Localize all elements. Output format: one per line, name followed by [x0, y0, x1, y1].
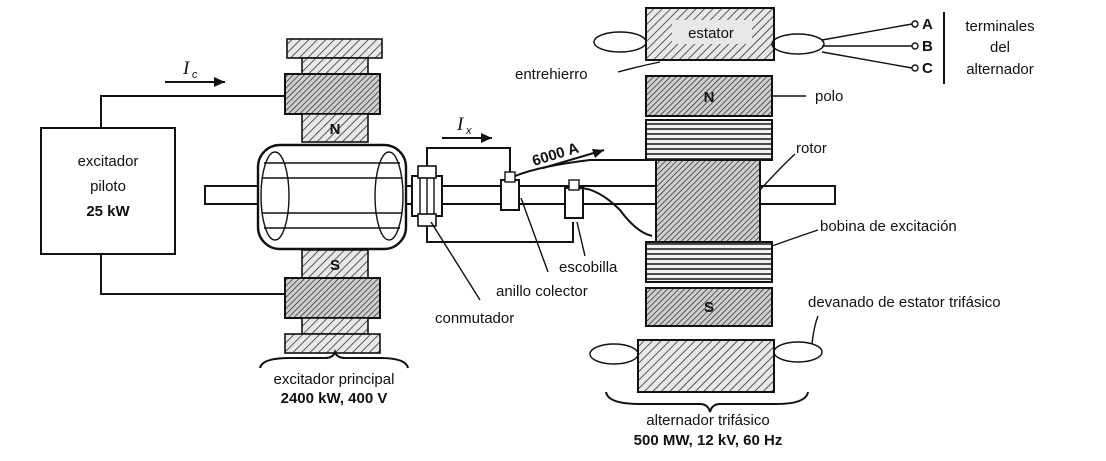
ic-subscript: c: [192, 69, 198, 81]
terminal-b: B: [922, 38, 933, 55]
bobina-leader: [771, 229, 819, 247]
alternator-pole-n: N: [704, 89, 715, 106]
terminals-line1: terminales: [965, 18, 1034, 35]
field-lead-bottom: [578, 187, 653, 237]
bobina-label: bobina de excitación: [820, 218, 957, 235]
field-current-arrow-head: [592, 149, 604, 158]
devanado-leader: [811, 315, 819, 345]
anillo-label: anillo colector: [496, 283, 588, 300]
stator-coil-top-left: [593, 31, 647, 53]
main-exciter-rating: 2400 kW, 400 V: [281, 390, 388, 407]
terminals-line3: alternador: [966, 61, 1034, 78]
ix-arrow-head: [481, 133, 492, 143]
alternator: estator N S alternador trifásico 500 MW,…: [589, 7, 825, 449]
main-exciter-pole-s: S: [330, 257, 340, 274]
anillo-leader: [520, 197, 549, 273]
pilot-wire-top: [100, 95, 285, 128]
ix-subscript: x: [465, 125, 472, 137]
entrehierro-leader: [617, 61, 661, 73]
pilot-exciter-line2: piloto: [90, 178, 126, 195]
main-exciter: N S excitador principal 2400 kW, 400 V: [256, 38, 409, 407]
terminal-c: C: [922, 60, 933, 77]
devanado-label: devanado de estator trifásico: [808, 294, 1001, 311]
estator-label: estator: [688, 25, 734, 42]
stator-coil-top-right: [771, 33, 825, 55]
terminal-b-node: [911, 42, 919, 50]
conmutador-leader: [430, 221, 481, 301]
ic-arrow-head: [214, 77, 225, 87]
slip-ring-1: [500, 171, 520, 211]
rotor-label: rotor: [796, 140, 827, 157]
stator-coil-bottom-left: [589, 343, 639, 365]
ic-symbol: I: [182, 58, 191, 79]
exciter-armature: [256, 143, 408, 251]
stator-coil-bottom-right: [773, 341, 823, 363]
terminal-a-node: [911, 20, 919, 28]
polo-label: polo: [815, 88, 843, 105]
rotor-leader: [759, 153, 796, 191]
ix-symbol: I: [456, 114, 465, 135]
alternator-rating: 500 MW, 12 kV, 60 Hz: [634, 432, 783, 449]
alternator-label: alternador trifásico: [646, 412, 769, 429]
entrehierro-label: entrehierro: [515, 66, 588, 83]
ix-wire-top: [426, 147, 511, 176]
pilot-wire-bottom: [100, 254, 285, 295]
commutator: [411, 165, 443, 227]
main-exciter-pole-n: N: [330, 121, 341, 138]
alternator-terminals: A B C terminales del alternador: [821, 12, 1035, 84]
terminals-line2: del: [990, 39, 1010, 56]
main-exciter-label: excitador principal: [274, 371, 395, 388]
terminal-c-node: [911, 64, 919, 72]
escobilla-leader: [576, 221, 586, 257]
pilot-exciter-line1: excitador: [78, 153, 139, 170]
conmutador-label: conmutador: [435, 310, 514, 327]
ix-wire-bottom: [426, 222, 574, 243]
alternator-pole-s: S: [704, 299, 714, 316]
slip-ring-2: [564, 179, 584, 219]
pilot-exciter: excitador piloto 25 kW: [40, 127, 176, 255]
pilot-exciter-rating: 25 kW: [86, 203, 130, 220]
escobilla-label: escobilla: [559, 259, 618, 276]
terminal-a: A: [922, 16, 933, 33]
